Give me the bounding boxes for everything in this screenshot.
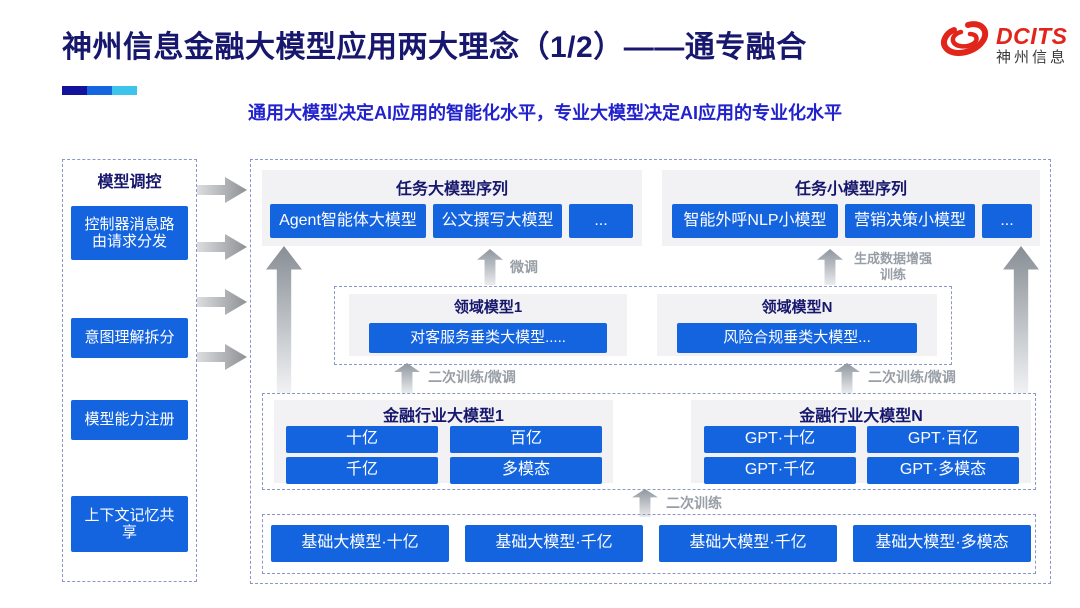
chip-1b: 十亿 [286,426,438,453]
chip-document-large-model: 公文撰写大模型 [433,204,562,238]
chip-more-small-models: ... [982,204,1032,238]
domain-models-box: 领域模型1 对客服务垂类大模型..... 领域模型N 风险合规垂类大模型... [334,286,952,365]
logo-brand-text: DCITS [996,23,1068,49]
base-models-box: 基础大模型·十亿 基础大模型·千亿 基础大模型·千亿 基础大模型·多模态 [262,514,1036,574]
industry-model-n-group: 金融行业大模型N GPT·十亿 GPT·百亿 GPT·千亿 GPT·多模态 [691,400,1031,484]
industry-model-1-title: 金融行业大模型1 [383,408,504,425]
label-secondary-train: 二次训练 [666,495,722,511]
dcits-logo: DCITS 神州信息 [938,18,1068,69]
task-large-models-group: 任务大模型序列 Agent智能体大模型 公文撰写大模型 ... [262,170,642,246]
subtitle: 通用大模型决定AI应用的智能化水平，专业大模型决定AI应用的专业化水平 [248,103,842,123]
industry-model-n-title: 金融行业大模型N [799,408,923,425]
task-small-models-group: 任务小模型序列 智能外呼NLP小模型 营销决策小模型 ... [662,170,1040,246]
main-diagram-box [250,159,1051,584]
chip-more-large-models: ... [569,204,633,238]
right-arrow-icon [197,234,247,260]
chip-nlp-small-model: 智能外呼NLP小模型 [672,204,838,238]
sidebar-item-router: 控制器消息路 由请求分发 [71,206,188,260]
chip-gpt-1b: GPT·十亿 [704,426,856,453]
industry-models-box: 金融行业大模型1 十亿 百亿 千亿 多模态 金融行业大模型N GPT·十亿 GP… [262,393,1036,490]
model-control-title: 模型调控 [97,174,162,191]
chip-10b: 百亿 [450,426,602,453]
sidebar-item-intent: 意图理解拆分 [71,318,188,358]
sidebar-item-register: 模型能力注册 [71,400,188,440]
right-arrow-icon [197,344,247,370]
chip-multimodal: 多模态 [450,457,602,484]
label-finetune: 微调 [510,259,538,275]
industry-model-1-group: 金融行业大模型1 十亿 百亿 千亿 多模态 [274,400,613,484]
chip-customer-service-model: 对客服务垂类大模型..... [369,323,607,353]
task-large-title: 任务大模型序列 [395,181,508,198]
chip-gpt-10b: GPT·百亿 [867,426,1019,453]
chip-marketing-small-model: 营销决策小模型 [845,204,975,238]
right-arrow-icon [197,177,247,203]
logo-brand-cn: 神州信息 [996,49,1069,67]
domain-model-1-title: 领域模型1 [453,299,523,316]
model-control-panel: 模型调控 控制器消息路 由请求分发 意图理解拆分 模型能力注册 上下文记忆共 享 [62,159,197,582]
label-gen-data-train: 生成数据增强 训练 [853,251,932,282]
chip-base-100b-a: 基础大模型·千亿 [465,525,643,562]
chip-base-1b: 基础大模型·十亿 [271,525,449,562]
chip-100b: 千亿 [286,457,438,484]
deco-bar [62,86,137,95]
chip-base-multimodal: 基础大模型·多模态 [853,525,1031,562]
dcits-swirl-icon [938,18,990,69]
chip-risk-compliance-model: 风险合规垂类大模型... [677,323,917,353]
page-title: 神州信息金融大模型应用两大理念（1/2）——通专融合 [62,31,807,64]
chip-base-100b-b: 基础大模型·千亿 [659,525,837,562]
chip-gpt-multimodal: GPT·多模态 [867,457,1019,484]
label-secondary-right: 二次训练/微调 [868,369,956,385]
right-arrow-icon [197,289,247,315]
sidebar-item-context: 上下文记忆共 享 [71,496,188,552]
domain-model-n-group: 领域模型N 风险合规垂类大模型... [657,294,937,356]
label-secondary-left: 二次训练/微调 [428,369,516,385]
chip-gpt-100b: GPT·千亿 [704,457,856,484]
domain-model-1-group: 领域模型1 对客服务垂类大模型..... [349,294,627,356]
task-small-title: 任务小模型序列 [794,181,907,198]
domain-model-n-title: 领域模型N [761,299,833,316]
chip-agent-large-model: Agent智能体大模型 [270,204,426,238]
